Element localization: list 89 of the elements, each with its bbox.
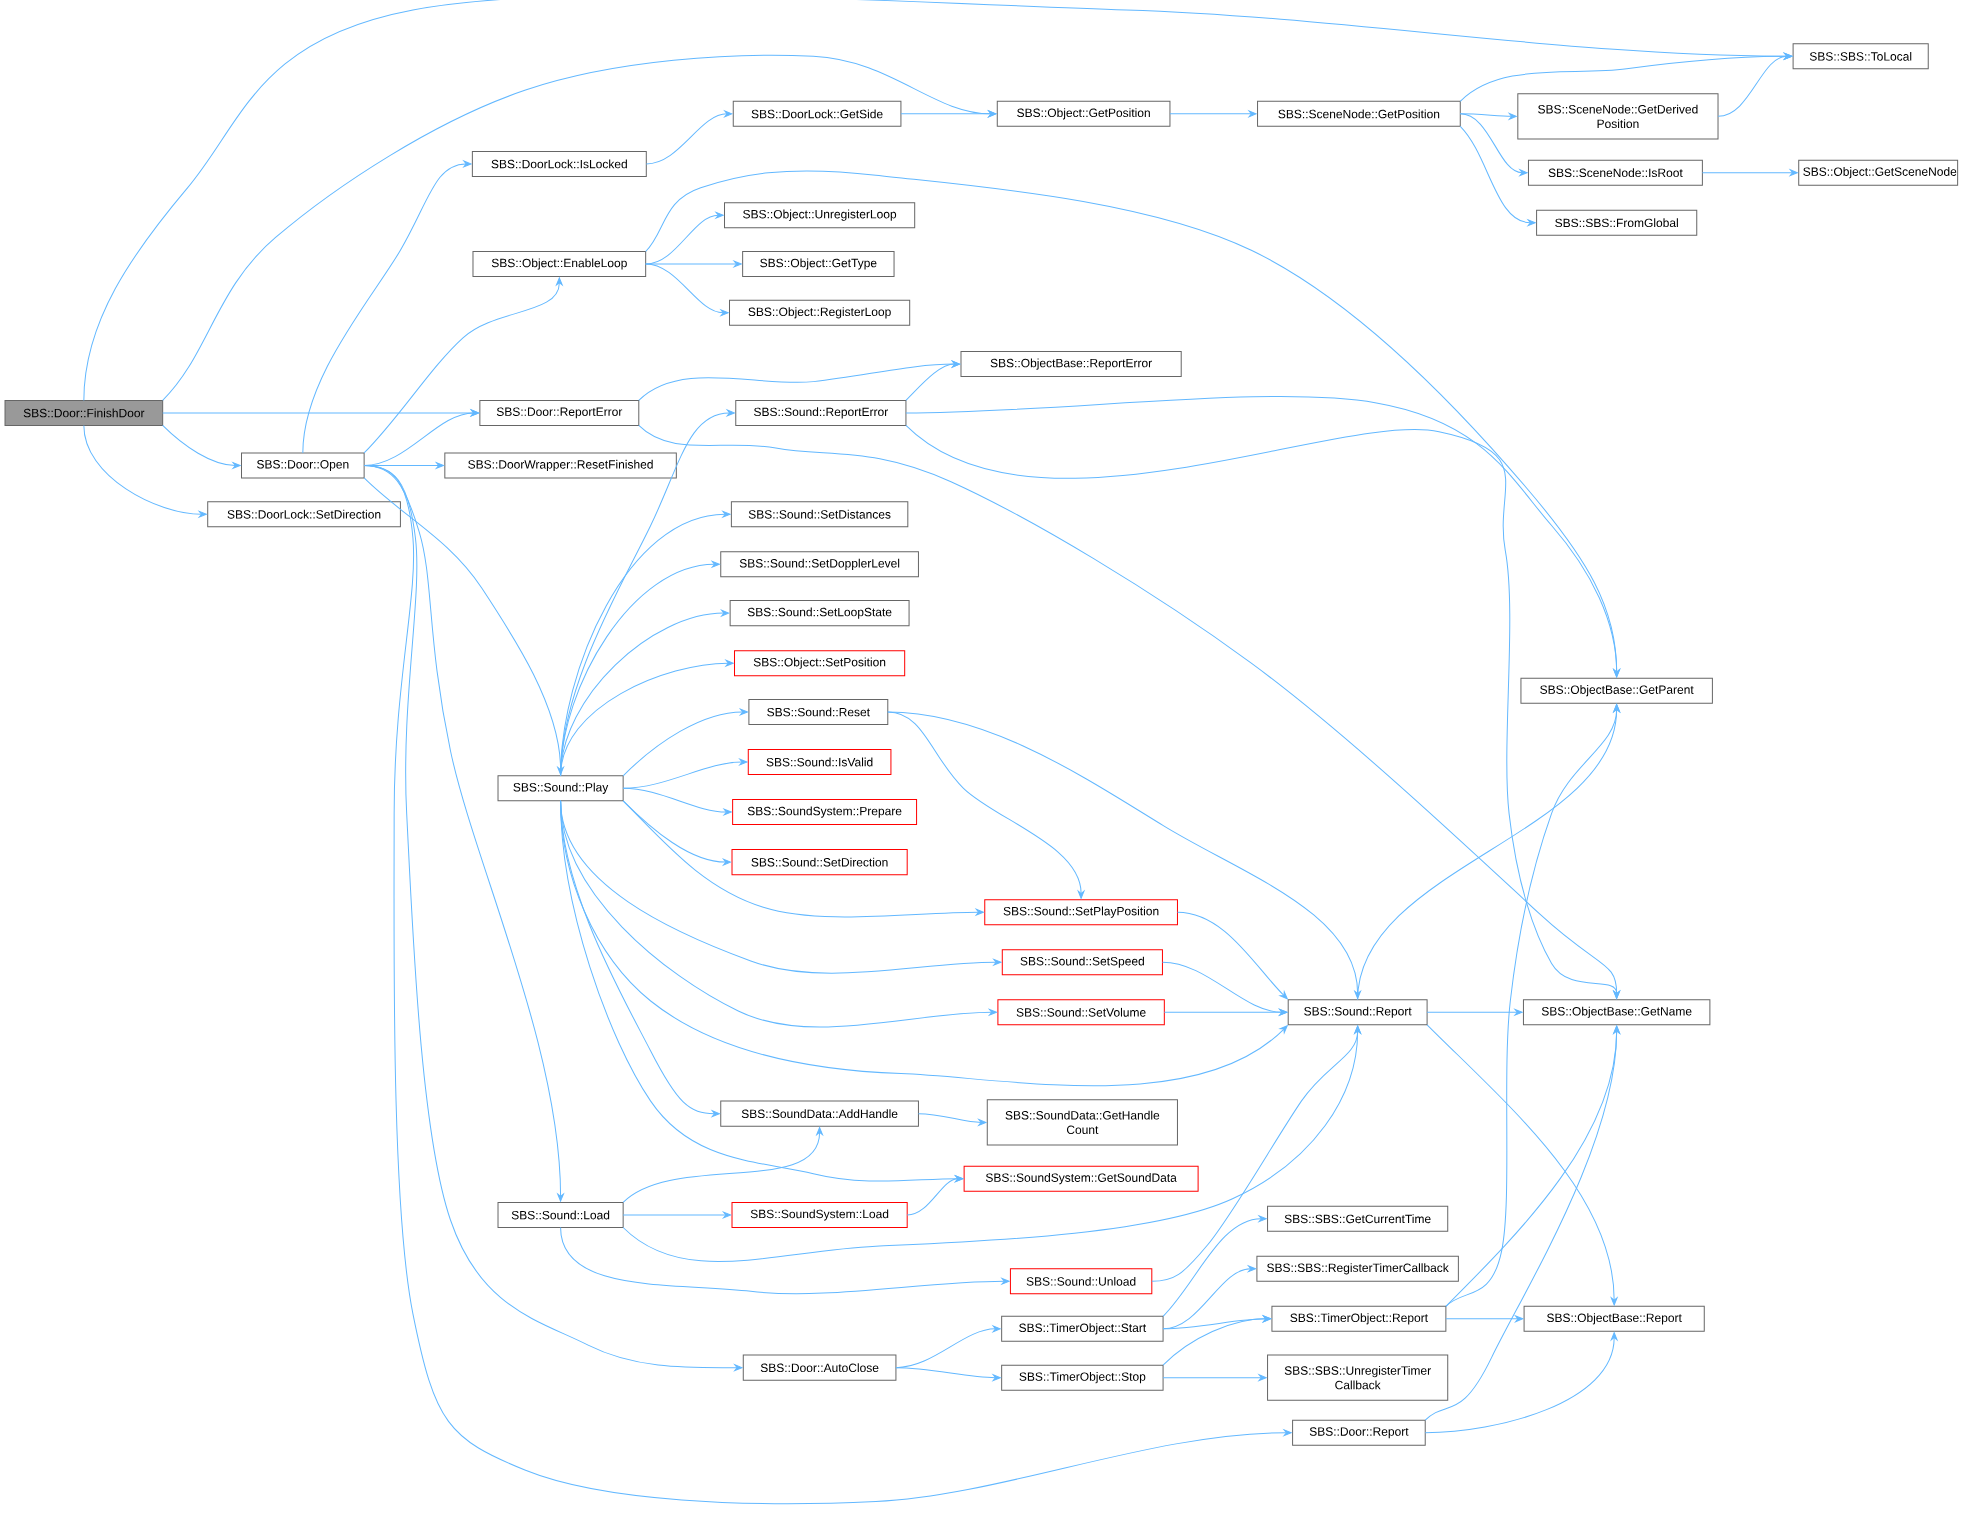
arrow bbox=[1162, 1315, 1272, 1366]
function-box: SBS::Sound::SetPlayPosition bbox=[984, 899, 1178, 926]
arrow bbox=[1169, 110, 1257, 118]
function-box: SBS::Sound::Reset bbox=[748, 698, 889, 725]
arrow bbox=[645, 260, 742, 268]
function-box: SBS::DoorLock::IsLocked bbox=[471, 150, 647, 177]
function-box: SBS::SoundSystem::GetSoundData bbox=[963, 1165, 1199, 1192]
function-box: SBS::Sound::SetVolume bbox=[997, 999, 1165, 1026]
arrow bbox=[900, 110, 997, 118]
arrow bbox=[887, 711, 1361, 999]
function-box: SBS::SceneNode::IsRoot bbox=[1527, 159, 1703, 186]
arrow bbox=[917, 1113, 987, 1126]
function-box: SBS::Sound::Unload bbox=[1009, 1268, 1153, 1295]
arrow bbox=[560, 659, 734, 777]
function-box: SBS::SBS::FromGlobal bbox=[1536, 209, 1698, 236]
function-box: SBS::Sound::SetDopplerLevel bbox=[720, 551, 919, 578]
function-box: SBS::Object::EnableLoop bbox=[472, 251, 647, 277]
arrow bbox=[1163, 1008, 1288, 1016]
arrow bbox=[1717, 52, 1793, 117]
arrow bbox=[560, 1227, 1010, 1295]
function-box: SBS::SceneNode::GetPosition bbox=[1257, 100, 1461, 127]
function-box: SBS::Door::ReportError bbox=[479, 399, 640, 426]
arrow bbox=[905, 424, 1621, 999]
arrow bbox=[1162, 1215, 1267, 1317]
function-box: SBS::Object::RegisterLoop bbox=[729, 299, 911, 326]
function-box: SBS::Sound::ReportError bbox=[735, 399, 907, 426]
function-box: SBS::SoundSystem::Load bbox=[731, 1201, 908, 1228]
function-box: SBS::Sound::SetDistances bbox=[730, 501, 909, 528]
function-box: SBS::SBS::ToLocal bbox=[1792, 43, 1929, 70]
function-box: SBS::Sound::SetSpeed bbox=[1001, 949, 1163, 976]
function-box: SBS::SoundData::AddHandle bbox=[720, 1100, 919, 1127]
function-box: SBS::SceneNode::GetDerived Position bbox=[1517, 93, 1719, 140]
function-box: SBS::TimerObject::Stop bbox=[1001, 1364, 1164, 1391]
function-box: SBS::Sound::SetDirection bbox=[731, 849, 908, 876]
function-box: SBS::DoorLock::SetDirection bbox=[207, 501, 401, 528]
arrow bbox=[1701, 169, 1798, 177]
function-box: SBS::Sound::SetLoopState bbox=[729, 600, 910, 627]
function-box: SBS::Sound::Report bbox=[1287, 999, 1428, 1026]
function-box: SBS::SBS::RegisterTimerCallback bbox=[1256, 1255, 1459, 1282]
arrow bbox=[622, 1211, 732, 1219]
function-box: SBS::Sound::Play bbox=[497, 775, 624, 802]
function-box: SBS::Object::GetSceneNode bbox=[1798, 159, 1959, 186]
arrow bbox=[622, 800, 984, 918]
function-box: SBS::Door::AutoClose bbox=[742, 1354, 897, 1381]
function-box: SBS::SoundSystem::Prepare bbox=[732, 799, 918, 826]
arrow bbox=[302, 160, 472, 454]
arrow bbox=[1424, 1025, 1621, 1421]
arrow bbox=[622, 787, 732, 816]
arrow bbox=[1176, 911, 1288, 1000]
arrow bbox=[1151, 1025, 1361, 1282]
function-box: SBS::ObjectBase::GetName bbox=[1522, 999, 1711, 1026]
arrow bbox=[162, 424, 241, 469]
arrow bbox=[905, 396, 1621, 678]
arrow bbox=[1424, 1332, 1618, 1434]
arrow bbox=[645, 263, 729, 317]
function-box: SBS::Door::Open bbox=[241, 452, 365, 479]
function-box: SBS::DoorWrapper::ResetFinished bbox=[444, 452, 677, 479]
arrow bbox=[895, 1367, 1001, 1381]
function-box: SBS::ObjectBase::Report bbox=[1523, 1305, 1705, 1332]
arrow bbox=[363, 277, 563, 454]
arrow bbox=[905, 360, 961, 401]
arrow bbox=[1459, 113, 1528, 177]
function-box: SBS::SBS::UnregisterTimer Callback bbox=[1267, 1354, 1449, 1401]
arrow bbox=[645, 110, 733, 165]
function-box: SBS::TimerObject::Report bbox=[1271, 1305, 1447, 1332]
arrow bbox=[622, 1127, 823, 1203]
function-box: SBS::TimerObject::Start bbox=[1001, 1315, 1164, 1342]
arrow bbox=[906, 1175, 964, 1216]
function-box: SBS::Object::SetPosition bbox=[734, 650, 906, 677]
function-box: SBS::Door::FinishDoor bbox=[4, 399, 164, 426]
function-box: SBS::ObjectBase::ReportError bbox=[960, 351, 1182, 378]
function-box: SBS::Object::GetType bbox=[742, 251, 895, 277]
arrow bbox=[363, 477, 564, 775]
function-box: SBS::Door::Report bbox=[1292, 1419, 1426, 1446]
arrow bbox=[622, 708, 749, 777]
function-box: SBS::SoundData::GetHandle Count bbox=[986, 1099, 1178, 1146]
arrow bbox=[83, 424, 207, 518]
function-box: SBS::Sound::IsValid bbox=[747, 749, 892, 776]
arrow bbox=[1426, 1008, 1523, 1016]
function-box: SBS::Sound::Load bbox=[497, 1201, 624, 1228]
function-box: SBS::Object::GetPosition bbox=[996, 100, 1171, 127]
function-box: SBS::SBS::GetCurrentTime bbox=[1267, 1205, 1449, 1232]
function-box: SBS::DoorLock::GetSide bbox=[732, 100, 902, 127]
arrow bbox=[1445, 1315, 1524, 1323]
arrow bbox=[363, 464, 1292, 1505]
arrow bbox=[1162, 1374, 1267, 1381]
function-box: SBS::Object::UnregisterLoop bbox=[724, 202, 916, 229]
arrow bbox=[1459, 125, 1536, 227]
function-box: SBS::ObjectBase::GetParent bbox=[1520, 677, 1713, 704]
